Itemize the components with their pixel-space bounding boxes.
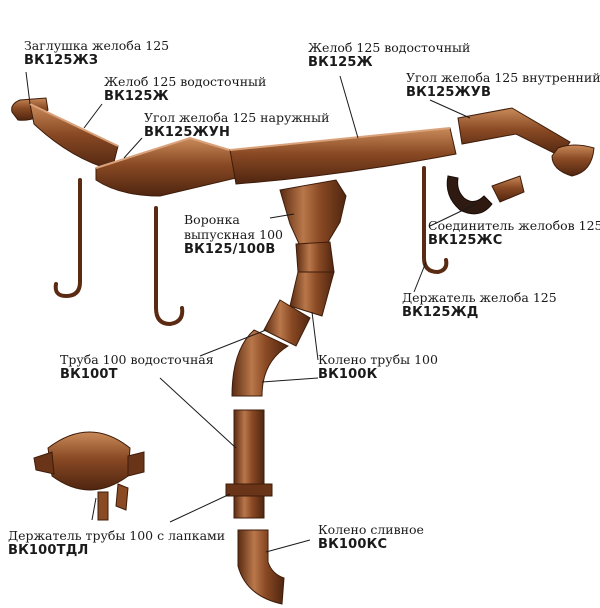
connector-shape <box>446 175 525 215</box>
label-pipe-holder-name: Держатель трубы 100 с лапками <box>8 528 226 543</box>
label-gutter-holder: Держатель желоба 125 ВК125ЖД <box>402 290 557 320</box>
label-elbow: Колено трубы 100 ВК100К <box>318 352 438 382</box>
label-gutter-top: Желоб 125 водосточный ВК125Ж <box>308 40 470 70</box>
label-cap-code: ВК125ЖЗ <box>24 53 99 68</box>
label-cap: Заглушка желоба 125 ВК125ЖЗ <box>24 38 169 68</box>
label-elbow-code: ВК100К <box>318 367 378 382</box>
label-cap-name: Заглушка желоба 125 <box>24 38 170 53</box>
label-pipe-holder-code: ВК100ТДЛ <box>8 543 89 558</box>
label-gutter-holder-code: ВК125ЖД <box>402 305 479 320</box>
label-gutter-left: Желоб 125 водосточный ВК125Ж <box>104 74 266 104</box>
label-pipe-name: Труба 100 водосточная <box>60 352 214 367</box>
label-drain-elbow: Колено сливное ВК100КС <box>318 522 424 552</box>
label-gutter-top-name: Желоб 125 водосточный <box>308 40 471 55</box>
elbow-shapes <box>231 271 335 397</box>
label-gutter-left-code: ВК125Ж <box>104 89 169 104</box>
label-corner-inner-name: Угол желоба 125 внутренний <box>406 70 600 85</box>
label-drain-elbow-code: ВК100КС <box>318 537 388 552</box>
label-elbow-name: Колено трубы 100 <box>318 352 438 367</box>
gutter-hook-shapes <box>53 166 449 327</box>
label-gutter-holder-name: Держатель желоба 125 <box>402 290 557 305</box>
gutter-left-shape <box>29 103 119 171</box>
pipe-holder-shape <box>33 431 145 521</box>
label-corner-outer-code: ВК125ЖУН <box>144 125 231 140</box>
label-connector-code: ВК125ЖС <box>428 233 503 248</box>
label-connector-name: Соединитель желобов 125 <box>428 218 600 233</box>
leader-lines <box>25 71 477 553</box>
drain-elbow-shape <box>237 529 285 605</box>
label-funnel-code: ВК125/100В <box>184 242 276 257</box>
label-gutter-top-code: ВК125Ж <box>308 55 373 70</box>
label-funnel-name-1: Воронка <box>184 212 240 227</box>
label-connector: Соединитель желобов 125 ВК125ЖС <box>428 218 600 248</box>
label-funnel: Воронка выпускная 100 ВК125/100В <box>184 212 283 257</box>
label-gutter-left-name: Желоб 125 водосточный <box>104 74 267 89</box>
gutter-top-shape <box>229 127 457 185</box>
funnel-shape <box>279 179 347 273</box>
label-pipe-holder: Держатель трубы 100 с лапками ВК100ТДЛ <box>8 528 225 558</box>
label-drain-elbow-name: Колено сливное <box>318 522 424 537</box>
downpipe-shape <box>225 409 273 519</box>
corner-inner-shape <box>457 107 595 177</box>
label-corner-outer: Угол желоба 125 наружный ВК125ЖУН <box>144 110 329 140</box>
label-pipe: Труба 100 водосточная ВК100Т <box>60 352 214 382</box>
label-funnel-name-2: выпускная 100 <box>184 227 283 242</box>
label-pipe-code: ВК100Т <box>60 367 118 382</box>
label-corner-inner: Угол желоба 125 внутренний ВК125ЖУВ <box>406 70 600 100</box>
label-corner-outer-name: Угол желоба 125 наружный <box>144 110 330 125</box>
label-corner-inner-code: ВК125ЖУВ <box>406 85 492 100</box>
